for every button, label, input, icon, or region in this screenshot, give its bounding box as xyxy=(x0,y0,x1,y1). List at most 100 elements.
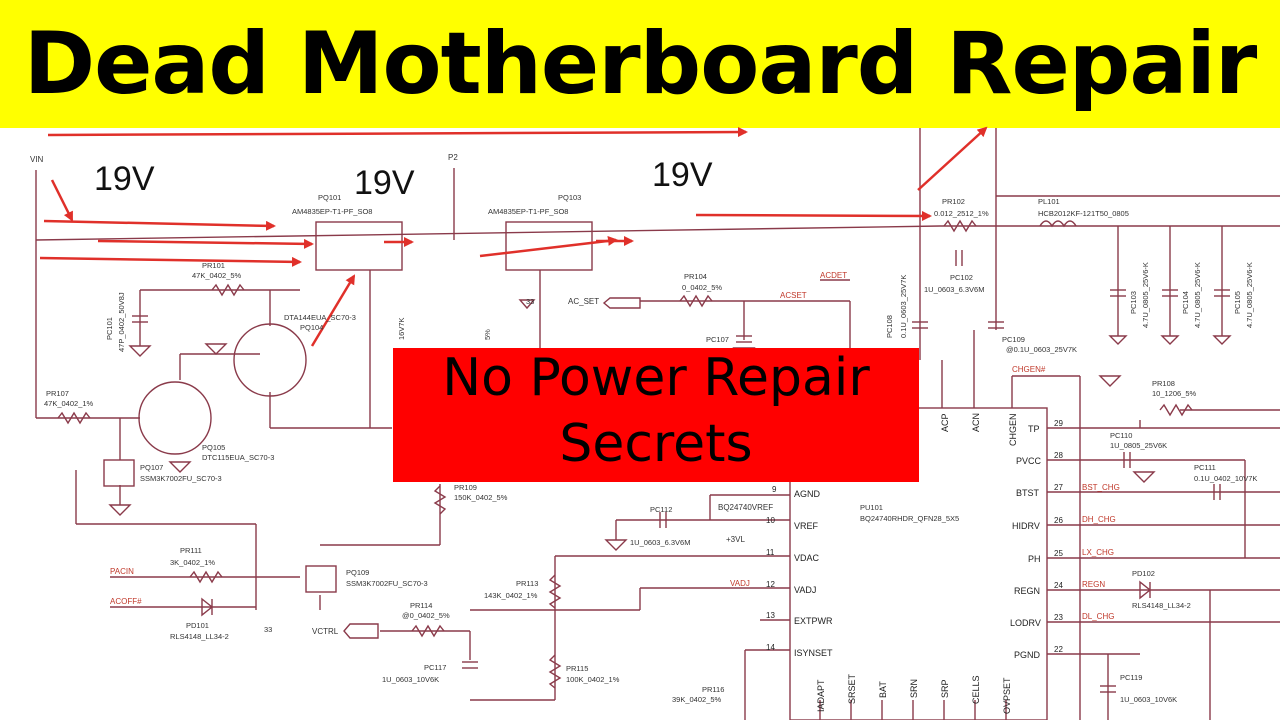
part-pc109: @0.1U_0603_25V7K xyxy=(1006,345,1077,354)
part-pq101: AM4835EP-T1-PF_SO8 xyxy=(292,207,372,216)
ref-pl101: PL101 xyxy=(1038,197,1060,206)
part-pq103: AM4835EP-T1-PF_SO8 xyxy=(488,207,568,216)
part-pr101: 47K_0402_5% xyxy=(192,271,242,280)
voltage-label-1: 19V xyxy=(94,160,155,198)
part-pc105: 4.7U_0805_25V6-K xyxy=(1245,262,1254,328)
net-acdet: ACDET xyxy=(820,271,847,280)
net-acoff: ACOFF# xyxy=(110,597,142,606)
ref-pc112: PC112 xyxy=(650,505,672,514)
part-pr107: 47K_0402_1% xyxy=(44,399,94,408)
ref-pc103: PC103 xyxy=(1129,291,1138,314)
misc-33b: 33 xyxy=(264,625,272,634)
part-pq109: SSM3K7002FU_SC70-3 xyxy=(346,579,428,588)
pin-ph: PH xyxy=(1028,554,1041,564)
pin-pvcc: PVCC xyxy=(1016,456,1042,466)
pin-isynset-num: 14 xyxy=(766,643,775,652)
ref-pq105: PQ105 xyxy=(202,443,225,452)
part-pq105: DTC115EUA_SC70-3 xyxy=(202,453,274,462)
ref-pr111: PR111 xyxy=(180,546,202,555)
ref-pr114: PR114 xyxy=(410,601,432,610)
part-pu101: BQ24740RHDR_QFN28_5X5 xyxy=(860,514,959,523)
part-pr108: 10_1206_5% xyxy=(1152,389,1197,398)
misc-33a: 33 xyxy=(526,297,534,306)
ref-pc101: PC101 xyxy=(105,317,114,340)
pin-chgen: CHGEN xyxy=(1008,413,1018,446)
pin-lodrv: LODRV xyxy=(1010,618,1041,628)
ref-pq107: PQ107 xyxy=(140,463,163,472)
pin-extpwr-num: 13 xyxy=(766,611,775,620)
pin-regn: REGN xyxy=(1014,586,1040,596)
ref-pc108: PC108 xyxy=(885,315,894,338)
pin-ph-num: 25 xyxy=(1054,549,1063,558)
pin-isynset: ISYNSET xyxy=(794,648,833,658)
voltage-label-3: 19V xyxy=(652,156,713,194)
part-pc108: 0.1U_0603_25V7K xyxy=(899,275,908,338)
pin-vdac-num: 11 xyxy=(766,548,775,557)
callout-line-2: Secrets xyxy=(559,414,753,474)
pin-ovpset: OVPSET xyxy=(1002,677,1012,714)
misc-pct: 5% xyxy=(483,329,492,340)
part-pq107: SSM3K7002FU_SC70-3 xyxy=(140,474,222,483)
pin-agnd: AGND xyxy=(794,489,821,499)
ref-pr116: PR116 xyxy=(702,685,724,694)
ref-pc117: PC117 xyxy=(424,663,446,672)
ref-pq109: PQ109 xyxy=(346,568,369,577)
ic-pin-labels: AGND 9 VREF 10 VDAC 11 VADJ 12 EXTPWR 13… xyxy=(766,413,1063,714)
pin-srset: SRSET xyxy=(847,673,857,704)
pin-acp: ACP xyxy=(940,413,950,432)
net-vctrl: VCTRL xyxy=(312,627,339,636)
part-pr113: 143K_0402_1% xyxy=(484,591,538,600)
part-pc112: 1U_0603_6.3V6M xyxy=(630,538,690,547)
part-pd102: RLS4148_LL34-2 xyxy=(1132,601,1191,610)
net-p2: P2 xyxy=(448,153,458,162)
part-pr114: @0_0402_5% xyxy=(402,611,450,620)
ref-pr113: PR113 xyxy=(516,579,538,588)
part-pl101: HCB2012KF-121T50_0805 xyxy=(1038,209,1129,218)
pin-agnd-num: 9 xyxy=(772,485,777,494)
ref-pu101: PU101 xyxy=(860,503,883,512)
part-pc102: 1U_0603_6.3V6M xyxy=(924,285,984,294)
net-labels: VIN P2 ACDET ACSET AC_SET CHGEN# BST_CHG… xyxy=(30,153,1120,636)
ref-pr107: PR107 xyxy=(46,389,69,398)
pin-btst: BTST xyxy=(1016,488,1040,498)
ref-pc104: PC104 xyxy=(1181,291,1190,314)
ref-pr108: PR108 xyxy=(1152,379,1175,388)
ref-pc111: PC111 xyxy=(1194,463,1216,472)
net-ac-set: AC_SET xyxy=(568,297,599,306)
part-pr102: 0.012_2512_1% xyxy=(934,209,989,218)
pin-pvcc-num: 28 xyxy=(1054,451,1063,460)
ref-pd101: PD101 xyxy=(186,621,209,630)
ref-pr102: PR102 xyxy=(942,197,965,206)
ref-pq103: PQ103 xyxy=(558,193,581,202)
part-pq104: DTA144EUA_SC70-3 xyxy=(284,313,356,322)
pin-pgnd-num: 22 xyxy=(1054,645,1063,654)
pin-pgnd: PGND xyxy=(1014,650,1041,660)
net-pacin: PACIN xyxy=(110,567,134,576)
part-16v7k: 16V7K xyxy=(397,317,406,340)
part-pc111: 0.1U_0402_10V7K xyxy=(1194,474,1257,483)
pin-btst-num: 27 xyxy=(1054,483,1063,492)
net-lx-chg: LX_CHG xyxy=(1082,548,1114,557)
pin-tp: TP xyxy=(1028,424,1040,434)
component-labels: PQ101 AM4835EP-T1-PF_SO8 PQ103 AM4835EP-… xyxy=(44,193,1257,704)
part-pd101: RLS4148_LL34-2 xyxy=(170,632,229,641)
ref-pd102: PD102 xyxy=(1132,569,1155,578)
pin-vdac: VDAC xyxy=(794,553,820,563)
pin-bat: BAT xyxy=(878,681,888,698)
ref-pr101: PR101 xyxy=(202,261,225,270)
pin-iadapt: IADAPT xyxy=(816,679,826,712)
part-pc110: 1U_0805_25V6K xyxy=(1110,441,1167,450)
part-pc104: 4.7U_0805_25V6-K xyxy=(1193,262,1202,328)
pin-regn-num: 24 xyxy=(1054,581,1063,590)
ref-pc110: PC110 xyxy=(1110,431,1132,440)
pin-extpwr: EXTPWR xyxy=(794,616,833,626)
net-bst-chg: BST_CHG xyxy=(1082,483,1120,492)
pin-srn: SRN xyxy=(909,679,919,698)
ref-pc109: PC109 xyxy=(1002,335,1025,344)
net-acset: ACSET xyxy=(780,291,807,300)
ref-pc107: PC107 xyxy=(706,335,729,344)
ref-pc102: PC102 xyxy=(950,273,973,282)
callout-line-1: No Power Repair xyxy=(442,348,870,408)
pin-acn: ACN xyxy=(971,413,981,432)
net-vadj: VADJ xyxy=(730,579,750,588)
